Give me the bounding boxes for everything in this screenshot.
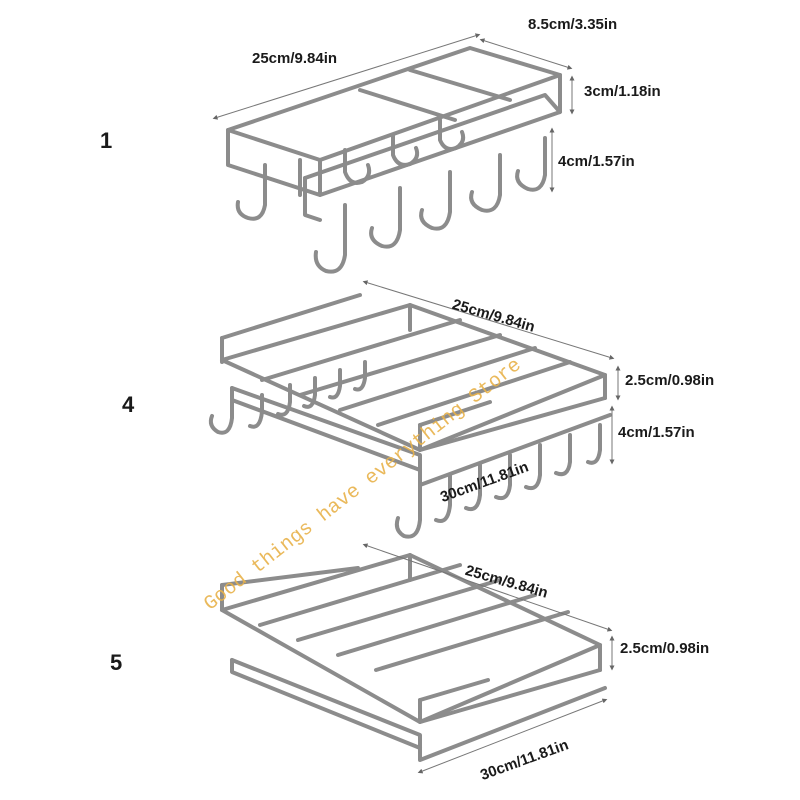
rack-4-height-label: 2.5cm/0.98in — [625, 372, 715, 389]
rack-5-dimension-lines — [362, 543, 615, 774]
rack-1-width-label: 8.5cm/3.35in — [528, 16, 618, 33]
rack-1-length-label: 25cm/9.84in — [252, 50, 338, 67]
rack-4 — [208, 293, 612, 539]
rack-5-height-label: 2.5cm/0.98in — [620, 640, 710, 657]
rack-1-dimension-lines — [212, 33, 575, 193]
rack-4-dimension-lines — [362, 280, 621, 465]
rack-1 — [226, 46, 562, 274]
rack-1-hook-label: 4cm/1.57in — [558, 153, 635, 170]
product-number-4: 4 — [122, 392, 135, 417]
rack-1-height-label: 3cm/1.18in — [584, 83, 661, 100]
product-number-5: 5 — [110, 650, 123, 675]
rack-4-hook-label: 4cm/1.57in — [618, 424, 695, 441]
product-number-1: 1 — [100, 128, 113, 153]
